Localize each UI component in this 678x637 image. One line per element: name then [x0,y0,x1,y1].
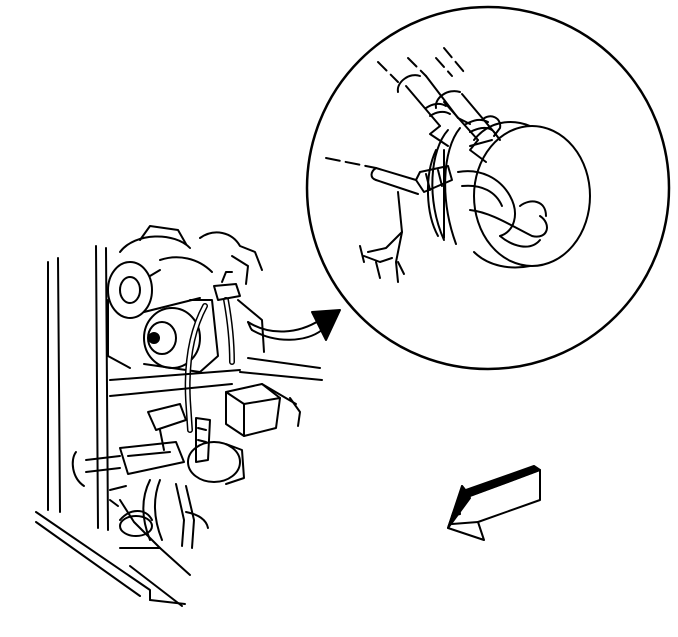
engine-assembly [35,225,323,607]
direction-arrow [447,465,541,541]
detail-circle [305,5,671,371]
callout-arrow [247,309,341,341]
